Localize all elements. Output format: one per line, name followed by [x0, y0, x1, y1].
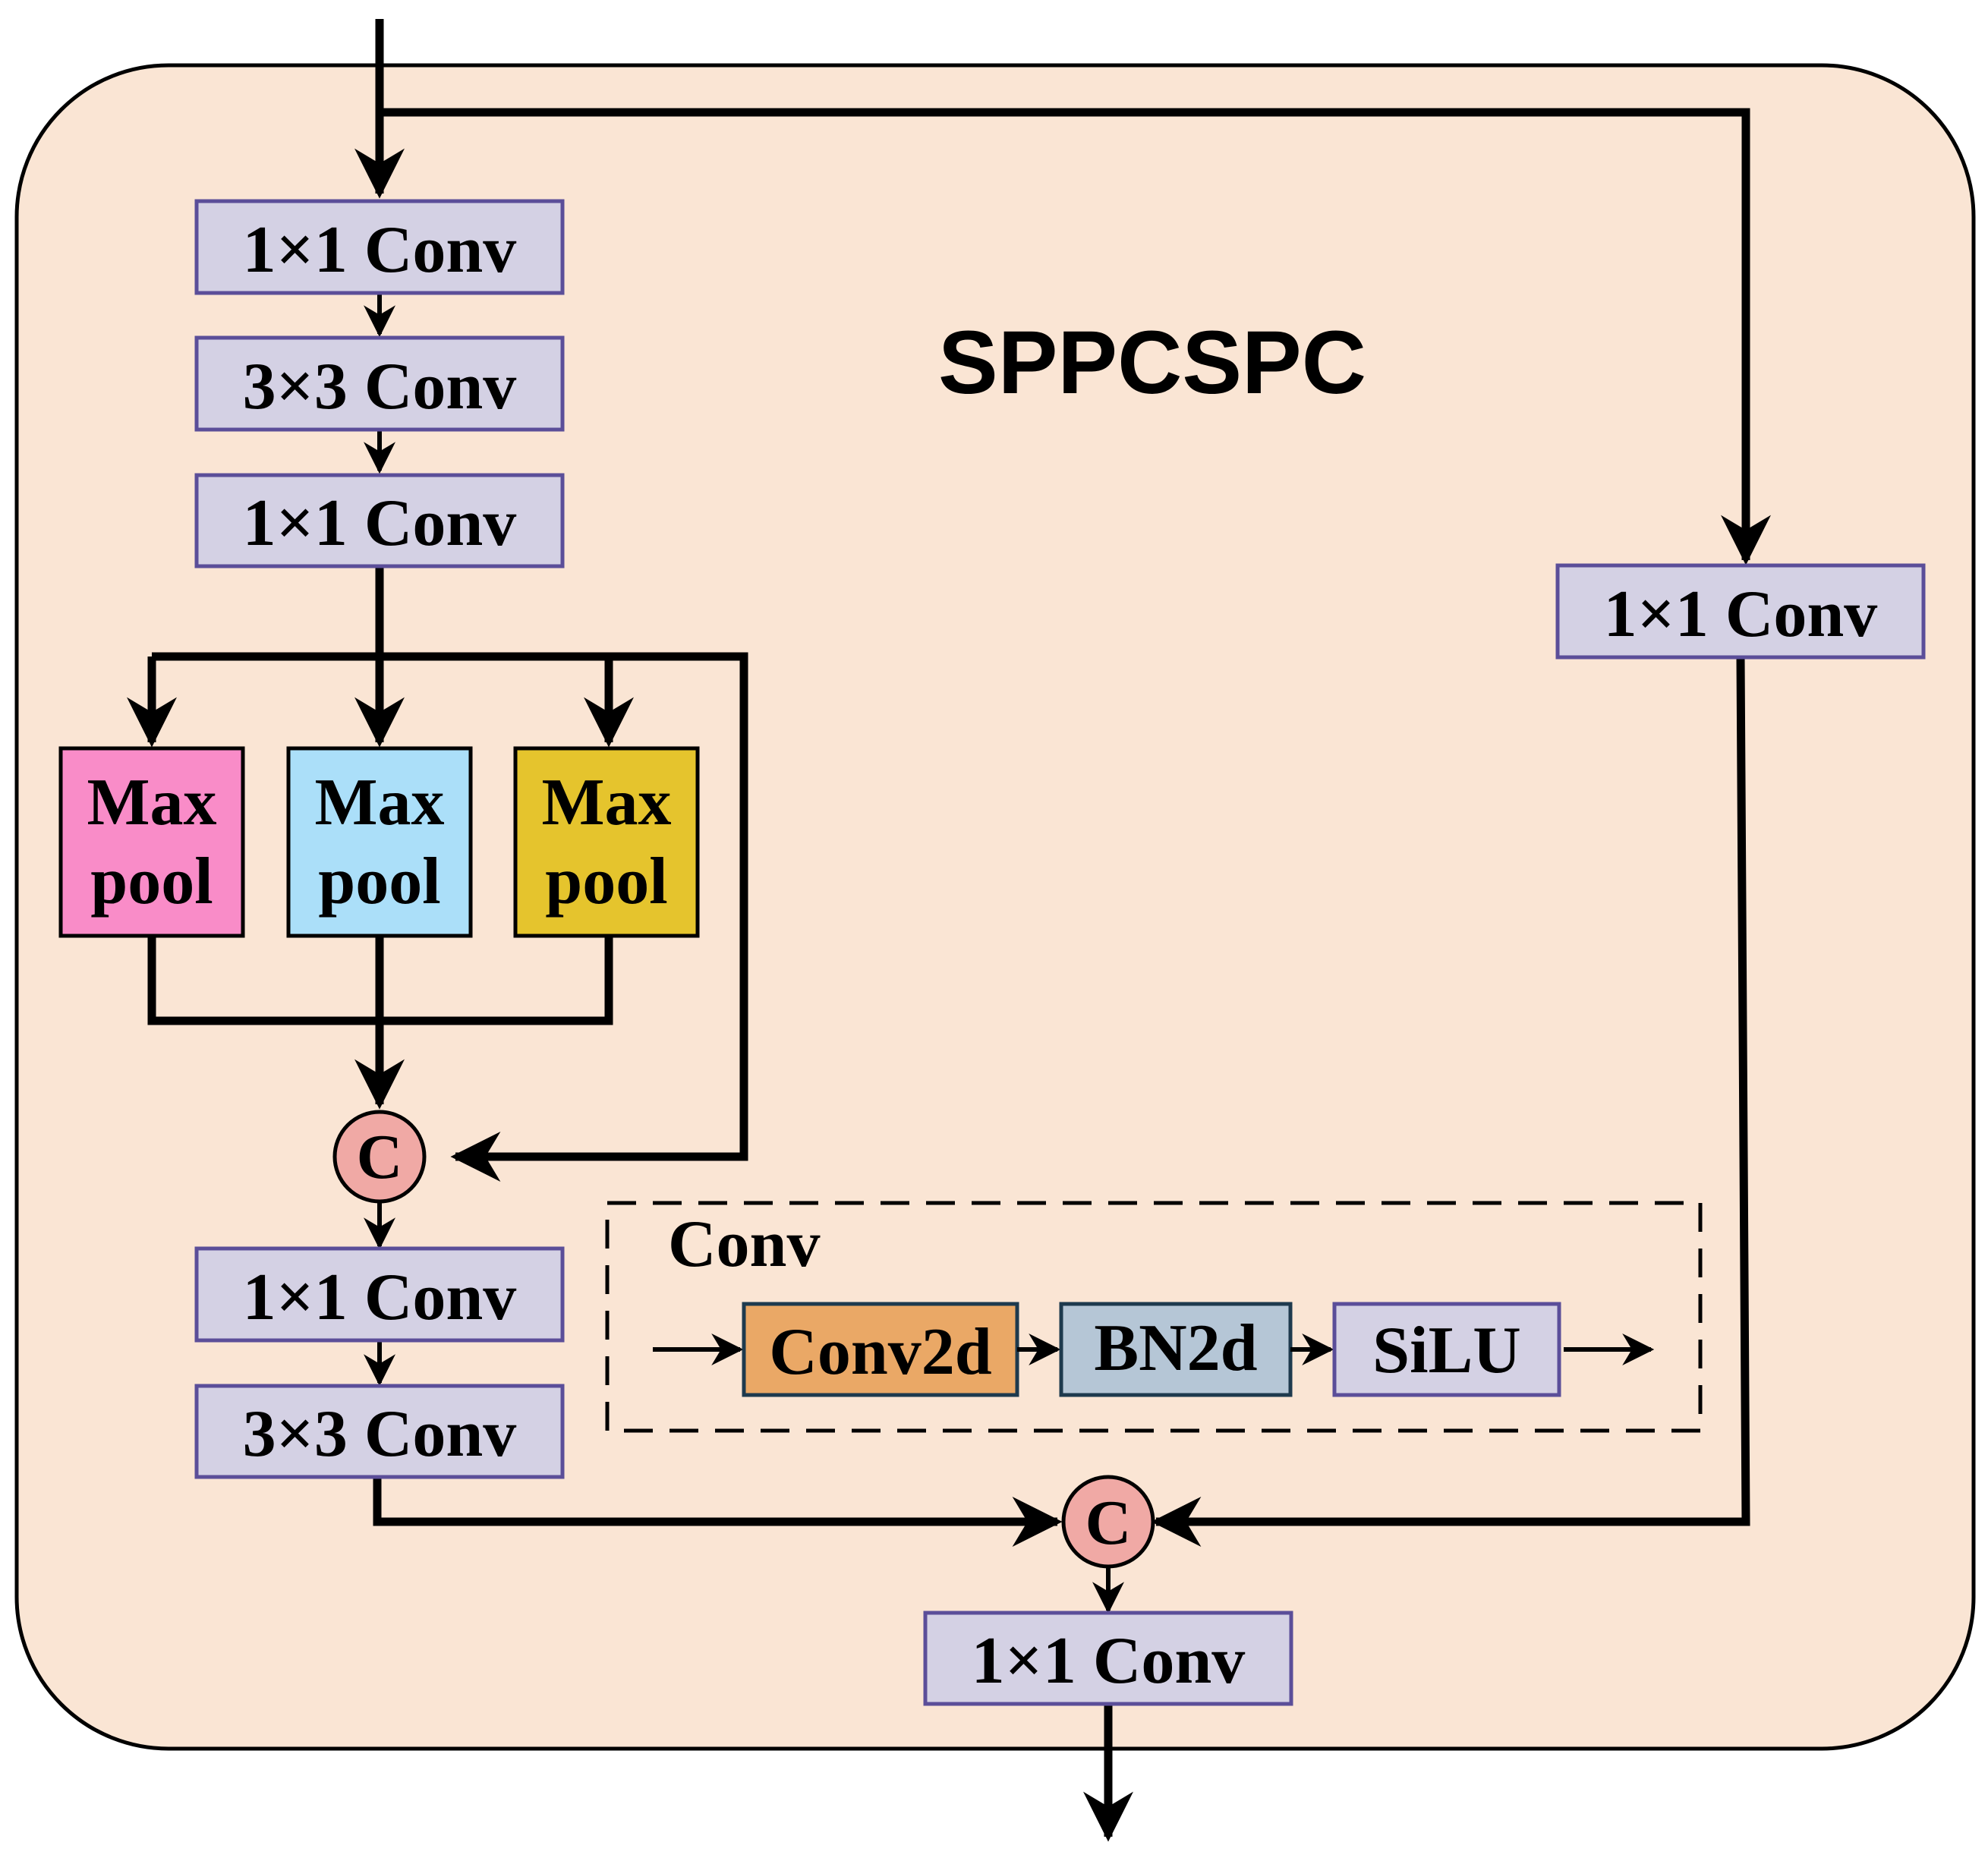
- maxpool-block-3: Max pool: [513, 746, 700, 938]
- maxpool-line1: Max: [87, 766, 216, 839]
- conv-block-label: 3×3 Conv: [243, 1397, 517, 1471]
- diagram-title: SPPCSPC: [938, 313, 1366, 413]
- legend-bn2d-box: [1059, 1302, 1293, 1397]
- conv-block-1x1-right: 1×1 Conv: [1555, 563, 1926, 660]
- wire-conve-concat2: [373, 1477, 1063, 1547]
- concat-symbol: C: [1085, 1488, 1132, 1558]
- conv-block-label: 1×1 Conv: [972, 1624, 1246, 1698]
- legend-conv2d-box: [742, 1302, 1019, 1397]
- conv-block-label: 1×1 Conv: [243, 213, 517, 287]
- conv-block-3x3-lower: 3×3 Conv: [194, 1384, 565, 1479]
- conv-block-1x1-top: 1×1 Conv: [194, 199, 565, 295]
- concat-node-1: C: [332, 1110, 427, 1204]
- conv-block-1x1-mid: 1×1 Conv: [194, 473, 565, 568]
- concat-node-2: C: [1061, 1475, 1155, 1569]
- conv-legend-title: Conv: [668, 1208, 821, 1281]
- conv-block-label: 3×3 Conv: [243, 350, 517, 424]
- shortcut-branch-wire: [380, 108, 1771, 565]
- conv-block-3x3-top: 3×3 Conv: [194, 335, 565, 432]
- legend-silu-label: SiLU: [1372, 1314, 1521, 1387]
- legend-silu-box: [1332, 1302, 1561, 1397]
- concat-symbol: C: [357, 1122, 403, 1192]
- wire-split-bar: [152, 652, 748, 1182]
- maxpool-line2: pool: [318, 845, 440, 918]
- maxpool-block-2: Max pool: [286, 746, 473, 938]
- maxpool-line1: Max: [541, 766, 671, 839]
- maxpool-block-1: Max pool: [58, 746, 245, 938]
- maxpool-line2: pool: [545, 845, 667, 918]
- conv-block-1x1-lower: 1×1 Conv: [194, 1246, 565, 1343]
- conv-legend: Conv Conv2d BN2d SiLU: [605, 1201, 1703, 1433]
- wire-convright-concat2: [1151, 657, 1750, 1547]
- maxpool-line1: Max: [314, 766, 444, 839]
- conv-block-label: 1×1 Conv: [243, 487, 517, 560]
- legend-conv2d-label: Conv2d: [769, 1315, 991, 1389]
- legend-bn2d-label: BN2d: [1094, 1312, 1257, 1385]
- conv-block-1x1-output: 1×1 Conv: [923, 1611, 1293, 1706]
- maxpool-line2: pool: [90, 845, 213, 918]
- conv-block-label: 1×1 Conv: [243, 1261, 517, 1334]
- conv-block-label: 1×1 Conv: [1604, 578, 1878, 651]
